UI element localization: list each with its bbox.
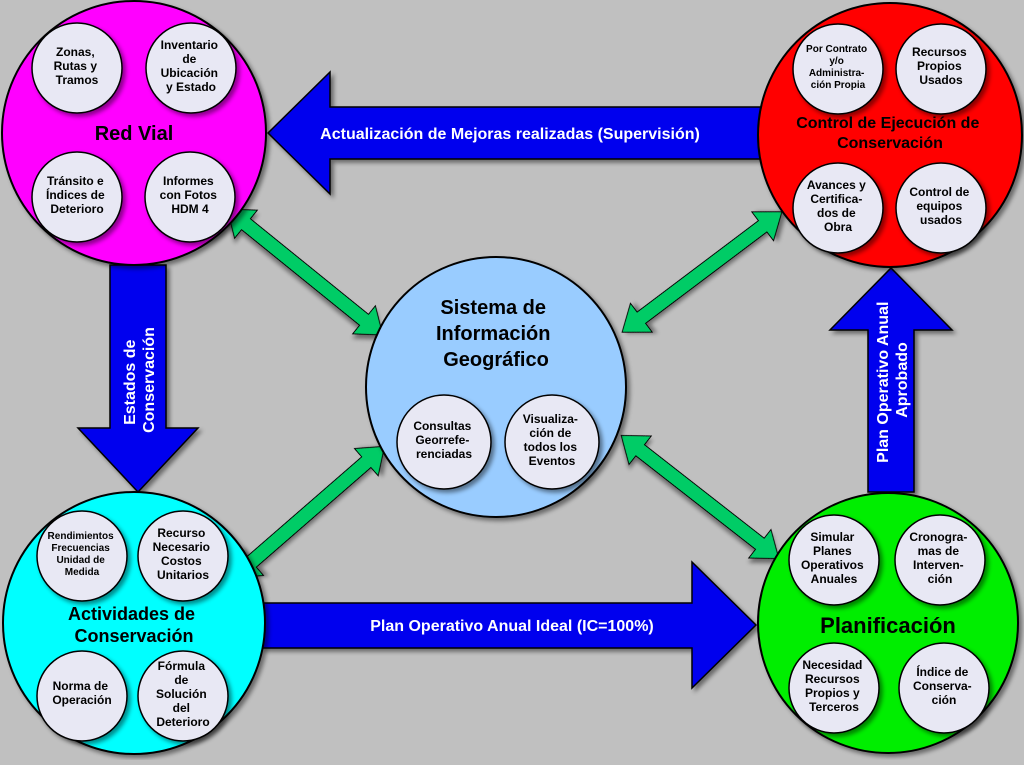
inner-label: Fórmula de Solución del Deterioro — [156, 659, 210, 729]
inner-label: Rendimientos Frecuencias Unidad de Medid… — [48, 531, 117, 578]
inner-circle — [31, 22, 123, 114]
inner-circle — [504, 394, 600, 490]
red-vial-item-zonas: Zonas, Rutas y Tramos — [31, 22, 123, 114]
node-planificacion: Planificación Simular Planes Operativos … — [757, 492, 1019, 754]
inner-circle — [894, 514, 986, 606]
inner-circle — [898, 642, 990, 734]
arrow-right-shape — [828, 266, 954, 493]
arrow-bottom-label: Plan Operativo Anual Ideal (IC=100%) — [370, 618, 654, 635]
arrow-right-label: Plan Operativo Anual Aprobado — [875, 297, 911, 463]
arrow-top-label: Actualización de Mejoras realizadas (Sup… — [320, 126, 700, 143]
inner-label: Índice de Conserva- ción — [913, 664, 975, 707]
arrow-left-shape — [76, 264, 200, 494]
node-sig: Sistema de Información Geográfico Consul… — [365, 256, 627, 518]
inner-label: Informes con Fotos HDM 4 — [160, 174, 221, 216]
arrow-left-line-2: Conservación — [141, 327, 158, 433]
inner-circle — [36, 650, 128, 742]
actividades-item-recurso: Recurso Necesario Costos Unitarios — [137, 510, 229, 602]
actividades-title-line-1: Actividades de — [68, 604, 195, 624]
planificacion-item-indice: Índice de Conserva- ción — [898, 642, 990, 734]
actividades-title: Actividades de Conservación — [68, 604, 200, 646]
planificacion-item-simular: Simular Planes Operativos Anuales — [788, 514, 880, 606]
sig-title: Sistema de Información Geográfico — [436, 297, 556, 371]
control-item-recursos: Recursos Propios Usados — [895, 23, 987, 115]
planificacion-title: Planificación — [820, 613, 956, 638]
arrow-bottom-shape — [261, 560, 758, 690]
inner-label: Recursos Propios Usados — [912, 45, 970, 87]
inner-circle — [145, 22, 237, 114]
inner-circle — [788, 642, 880, 734]
arrow-right-line-1: Plan Operativo Anual — [875, 302, 892, 463]
arrow-right-line-2: Aprobado — [894, 342, 911, 418]
actividades-item-norma: Norma de Operación — [36, 650, 128, 742]
arrow-right-plan-aprobado: Plan Operativo Anual Aprobado — [828, 266, 954, 493]
control-title: Control de Ejecución de Conservación — [796, 115, 984, 152]
inner-label: Necesidad Recursos Propios y Terceros — [802, 658, 865, 714]
sig-title-line-1: Sistema de — [440, 297, 546, 319]
green-arrow-sig-planificacion — [620, 434, 780, 560]
arrow-top-shape — [266, 70, 763, 196]
inner-label: Control de equipos usados — [909, 185, 972, 227]
red-vial-item-informes: Informes con Fotos HDM 4 — [144, 151, 236, 243]
control-title-line-1: Control de Ejecución de — [796, 115, 979, 132]
inner-circle — [137, 510, 229, 602]
inner-label: Zonas, Rutas y Tramos — [54, 45, 101, 87]
sig-item-visualizacion: Visualiza- ción de todos los Eventos — [504, 394, 600, 490]
inner-circle — [788, 514, 880, 606]
inner-circle — [137, 650, 229, 742]
actividades-item-formula: Fórmula de Solución del Deterioro — [137, 650, 229, 742]
green-arrow-sig-control — [621, 211, 783, 333]
planificacion-item-necesidad: Necesidad Recursos Propios y Terceros — [788, 642, 880, 734]
node-control-ejecucion: Control de Ejecución de Conservación Por… — [757, 2, 1023, 268]
inner-label: Avances y Certifica- dos de Obra — [807, 178, 869, 234]
inner-label: Por Contrato y/o Administra- ción Propia — [806, 44, 870, 91]
sig-circle — [365, 256, 627, 518]
control-item-contrato: Por Contrato y/o Administra- ción Propia — [792, 23, 884, 115]
arrow-bottom-plan-ideal: Plan Operativo Anual Ideal (IC=100%) — [261, 560, 758, 690]
red-vial-title: Red Vial — [95, 123, 174, 145]
inner-label: Tránsito e Índices de Deterioro — [46, 174, 108, 216]
green-arrow-redvial-sig — [226, 208, 384, 336]
arrow-left-label: Estados de Conservación — [122, 327, 158, 433]
inner-label: Inventario de Ubicación y Estado — [161, 38, 222, 94]
node-red-vial: Red Vial Zonas, Rutas y Tramos Inventari… — [1, 0, 267, 266]
arrow-left-estados: Estados de Conservación — [76, 264, 200, 494]
inner-circle — [792, 162, 884, 254]
arrow-left-line-1: Estados de — [122, 339, 139, 424]
sig-title-line-2: Información — [436, 323, 550, 345]
control-item-equipos: Control de equipos usados — [895, 162, 987, 254]
arrow-top-mejoras: Actualización de Mejoras realizadas (Sup… — [266, 70, 763, 196]
red-vial-item-transito: Tránsito e Índices de Deterioro — [31, 151, 123, 243]
inner-label: Recurso Necesario Costos Unitarios — [153, 526, 214, 582]
inner-circle — [895, 23, 987, 115]
node-actividades: Actividades de Conservación Rendimientos… — [2, 491, 266, 755]
inner-circle — [144, 151, 236, 243]
inner-circle — [895, 162, 987, 254]
sig-item-consultas: Consultas Georrefe- renciadas — [396, 394, 492, 490]
sig-title-line-3: Geográfico — [443, 349, 549, 371]
inner-label: Visualiza- ción de todos los Eventos — [523, 412, 581, 468]
inner-circle — [396, 394, 492, 490]
control-title-line-2: Conservación — [837, 135, 943, 152]
actividades-title-line-2: Conservación — [74, 626, 193, 646]
inner-label: Consultas Georrefe- renciadas — [413, 419, 474, 461]
inner-circle — [31, 151, 123, 243]
actividades-item-rendimientos: Rendimientos Frecuencias Unidad de Medid… — [36, 510, 128, 602]
inner-label: Simular Planes Operativos Anuales — [801, 530, 867, 586]
inner-label: Cronogra- mas de Interven- ción — [909, 530, 970, 586]
control-item-avances: Avances y Certifica- dos de Obra — [792, 162, 884, 254]
inner-circle — [792, 23, 884, 115]
inner-circle — [36, 510, 128, 602]
red-vial-item-inventario: Inventario de Ubicación y Estado — [145, 22, 237, 114]
planificacion-item-cronogramas: Cronogra- mas de Interven- ción — [894, 514, 986, 606]
inner-label: Norma de Operación — [52, 679, 111, 707]
